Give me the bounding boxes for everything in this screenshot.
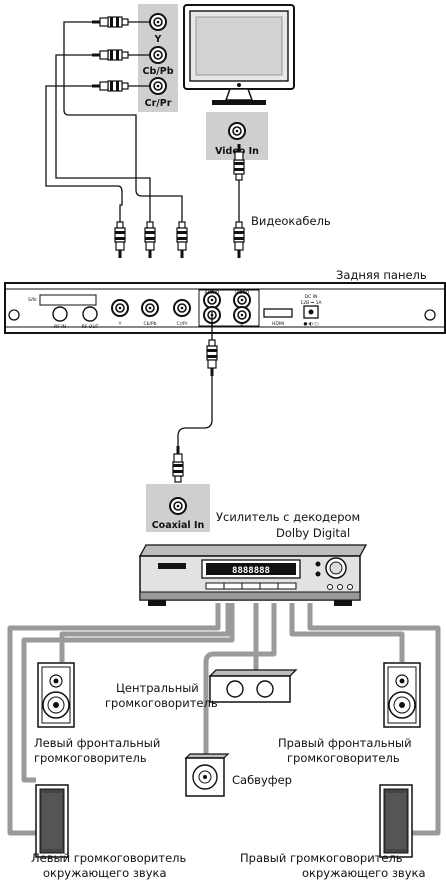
rear-panel: S/N: RF IN RF OUT Y Cb/Pb Cr/Pr AUDIO VI… <box>4 282 446 334</box>
surround-right-speaker-icon <box>379 784 413 858</box>
coaxial-in-label: Coaxial In <box>152 520 205 531</box>
jack-label-y: Y <box>154 34 162 45</box>
center-label-line2: громкоговоритель <box>105 696 218 710</box>
rear-video-label: VIDEO <box>235 290 250 296</box>
rear-r-label: R <box>240 323 243 329</box>
component-plugs-tv-side <box>91 16 129 92</box>
jack-label-cr: Cr/Pr <box>145 98 172 109</box>
video-cable-label: Видеокабель <box>251 214 331 228</box>
front-right-label-line2: громкоговоритель <box>287 751 400 765</box>
rear-jack-cb-icon <box>141 299 159 317</box>
amplifier-label-line1: Усилитель с декодером <box>216 510 360 524</box>
hdmi-label: HDMI <box>272 321 284 327</box>
jack-video-in-icon <box>228 122 246 140</box>
surround-left-speaker-icon <box>35 784 69 858</box>
jack-cr-icon <box>149 77 167 95</box>
rf-in-label: RF IN <box>54 324 66 330</box>
front-left-speaker-icon <box>37 662 75 728</box>
subwoofer-icon <box>184 753 230 797</box>
rear-audio-label: AUDIO <box>205 290 220 296</box>
jack-coaxial-in-icon <box>169 497 187 515</box>
jack-cb-icon <box>149 46 167 64</box>
dc-in-label: DC IN <box>305 294 318 300</box>
surround-left-label-line1: Левый громкоговоритель <box>31 851 187 865</box>
surround-left-label-line2: окружающего звука <box>43 866 167 880</box>
rf-out-label: RF OUT <box>82 324 99 330</box>
coaxial-cable <box>172 312 218 483</box>
component-plugs-receiver-side <box>114 221 188 259</box>
amp-display-icon: 8888888 <box>232 566 270 576</box>
tv-icon <box>183 4 295 105</box>
subwoofer-label: Сабвуфер <box>232 773 292 787</box>
dc-polarity-icon: ●-◐-○ <box>303 322 318 327</box>
surround-right-label-line1: Правый громкоговоритель <box>240 851 403 865</box>
sn-label: S/N: <box>28 297 37 303</box>
front-left-label-line1: Левый фронтальный <box>34 736 160 750</box>
center-label-line1: Центральный <box>116 681 199 695</box>
rear-cb-label: Cb/Pb <box>143 321 156 327</box>
front-left-label-line2: громкоговоритель <box>34 751 147 765</box>
rear-panel-label: Задняя панель <box>336 268 427 282</box>
surround-right-label-line2: окружающего звука <box>302 866 426 880</box>
rear-cr-label: Cr/Pr <box>177 321 188 327</box>
dc-spec-label: 12В ⎓ 1А <box>300 300 322 306</box>
speaker-cables <box>7 603 441 836</box>
rear-y-label: Y <box>118 321 122 327</box>
rear-jack-y-icon <box>111 299 129 317</box>
jack-y-icon <box>149 13 167 31</box>
amplifier-icon: 8888888 <box>138 544 368 606</box>
tv-component-jack-panel: Y Cb/Pb Cr/Pr <box>138 4 178 112</box>
jack-label-cb: Cb/Pb <box>142 66 173 77</box>
front-right-speaker-icon <box>383 662 421 728</box>
center-speaker-icon <box>208 669 298 703</box>
amp-coaxial-in-panel: Coaxial In <box>146 484 210 532</box>
rear-jack-cr-icon <box>173 299 191 317</box>
front-right-label-line1: Правый фронтальный <box>278 736 412 750</box>
amplifier-label-line2: Dolby Digital <box>276 526 350 540</box>
video-cable <box>233 143 245 259</box>
rear-jack-r-icon <box>233 306 251 324</box>
component-cables <box>45 21 183 222</box>
